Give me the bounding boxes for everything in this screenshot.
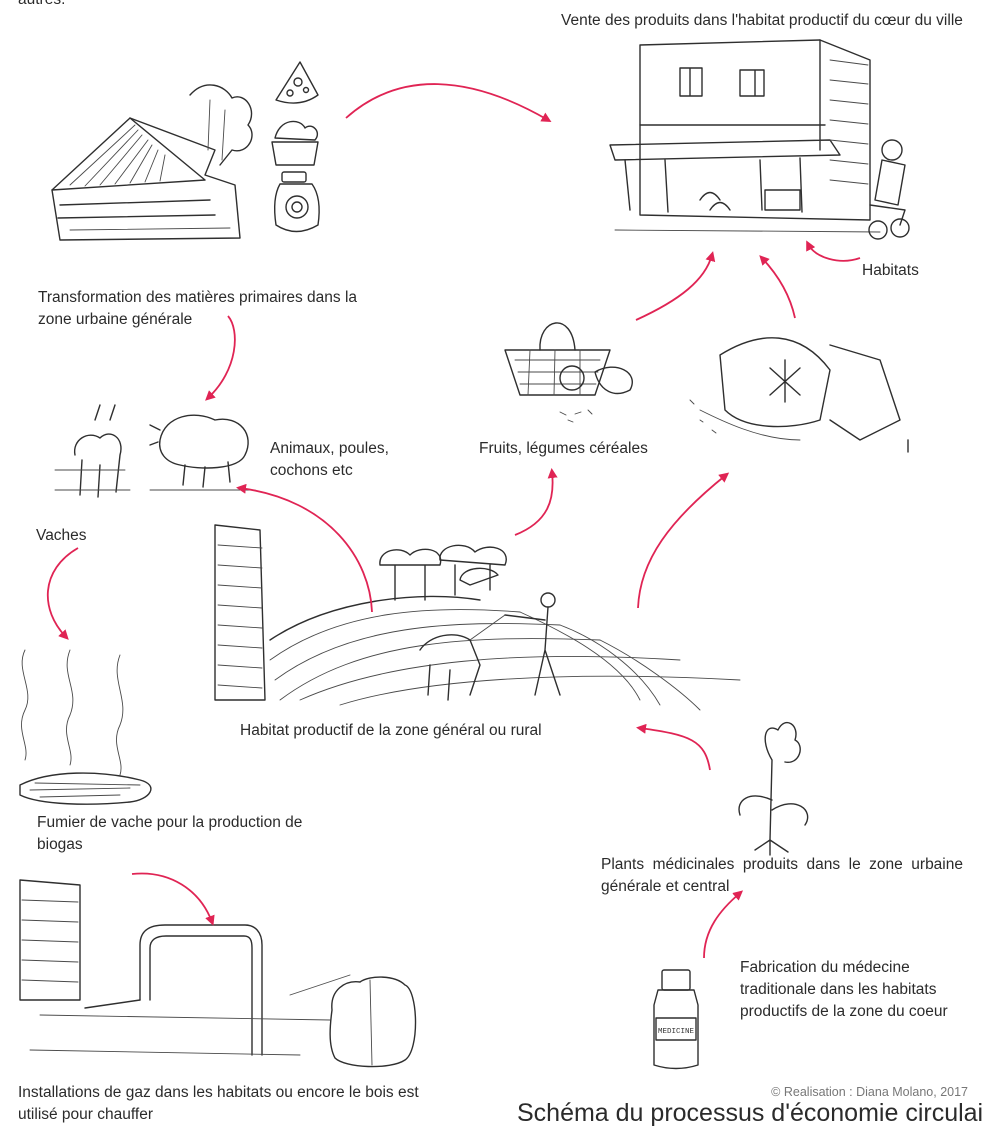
flow-arrows [47, 83, 861, 959]
medicinal-plant-icon [738, 721, 809, 856]
steam-icon [21, 649, 124, 776]
basket-vegetables-icon [504, 322, 633, 423]
cow-icon [54, 404, 131, 498]
arrow-plants-to-field [636, 723, 711, 771]
arrow-medicine-to-plants [703, 890, 744, 959]
medicine-bottle-label: MEDICINE [658, 1028, 695, 1036]
label-transformation: Transformation des matières primaires da… [38, 289, 358, 328]
arrow-field-to-fruits [514, 468, 558, 536]
arrow-habitats-to-shop [806, 240, 861, 262]
pig-icon [149, 414, 256, 491]
credit-text: © Realisation : Diana Molano, 2017 [771, 1085, 968, 1099]
label-plants: Plants médicinales produits dans le zone… [601, 856, 963, 895]
label-animaux: Animaux, poules, cochons etc [270, 440, 389, 479]
arrow-field-to-sacks [637, 472, 730, 609]
shop-building-icon [609, 39, 881, 233]
medicine-bottle-icon: MEDICINE [653, 969, 699, 1070]
diagram-caption: Schéma du processus d'économie circulair… [517, 1099, 982, 1127]
motorbike-rider-icon [868, 139, 910, 240]
gas-pipe-icon [19, 879, 331, 1056]
farmer-plough-icon [269, 592, 741, 711]
barn-icon [214, 524, 266, 701]
label-vente: Vente des produits dans l'habitat produc… [561, 12, 963, 29]
top-fragment-text: autres. [18, 0, 65, 11]
gas-tank-icon [289, 974, 417, 1068]
house-sketch-icon [51, 84, 253, 241]
label-fruits: Fruits, légumes céréales [479, 440, 648, 457]
grain-sacks-icon [689, 337, 909, 453]
label-fabrication: Fabrication du médecine traditionale dan… [740, 959, 948, 1020]
arrow-transformation-to-animals [205, 315, 236, 401]
arrow-field-to-animals [236, 483, 373, 613]
trees-icon [379, 544, 507, 601]
jar-icon [273, 171, 320, 233]
label-fumier: Fumier de vache pour la production de bi… [37, 814, 303, 853]
label-vaches: Vaches [36, 527, 87, 544]
label-installations: Installations de gaz dans les habitats o… [18, 1084, 419, 1123]
arrow-sacks-to-shop [759, 255, 796, 319]
arrow-vaches-to-manure [47, 547, 79, 640]
cheese-icon [275, 61, 319, 104]
arrow-transformation-to-vente [345, 83, 552, 122]
arrow-fruits-to-shop [635, 251, 716, 321]
manure-icon [19, 772, 152, 805]
label-habitats: Habitats [862, 262, 919, 279]
label-habitat-productif: Habitat productif de la zone général ou … [240, 722, 542, 739]
arrow-fumier-to-gas [131, 872, 215, 926]
bread-basket-icon [271, 120, 319, 166]
